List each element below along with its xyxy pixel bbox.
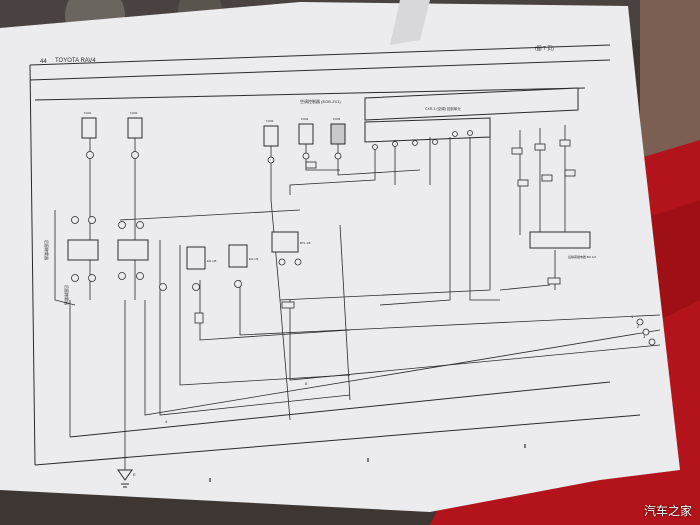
- fuse-symbol: [330, 123, 346, 145]
- connector: [278, 258, 286, 266]
- connector: [118, 272, 126, 280]
- connector: [334, 152, 342, 160]
- control-module-top: [364, 87, 579, 121]
- connector: [372, 144, 378, 150]
- connector: [159, 283, 167, 291]
- diode-symbol: [517, 179, 529, 187]
- page-number-left: 4: [165, 419, 168, 424]
- connector: [267, 156, 275, 164]
- connector: [234, 280, 242, 288]
- connector: [118, 221, 126, 229]
- connector: [452, 131, 458, 137]
- band-label: 空调控制器 (EOB-ZX1): [300, 98, 342, 104]
- relay-symbol: [117, 239, 149, 261]
- diode-symbol: [281, 301, 295, 309]
- connector: [392, 141, 398, 147]
- ground-symbol: [117, 469, 133, 488]
- diode-symbol: [511, 147, 523, 155]
- output-label: 3: [643, 334, 646, 339]
- relay-group: EG 1/8 EG 1/9 BTL 1/8: [67, 231, 311, 270]
- relay-symbol: [186, 246, 206, 270]
- fuse-symbol: [81, 117, 97, 139]
- right-module-box: [529, 231, 591, 249]
- fuse-symbol: [263, 125, 279, 147]
- fuse-group: FU01 FU02 FU03 FU04 FU05: [81, 111, 346, 147]
- bottom-ticks: [209, 444, 526, 482]
- top-band: [34, 87, 586, 101]
- relay-symbol: [271, 231, 299, 253]
- diode-symbol: [305, 161, 317, 169]
- ground-label: E: [133, 472, 136, 477]
- right-module-label: 后除雾继电器 BU 1/2: [568, 254, 596, 259]
- diagram-frame: [29, 44, 641, 466]
- diode-symbol: [564, 169, 576, 177]
- relay-symbol: [67, 239, 99, 261]
- relay-label: EG 1/9: [249, 257, 259, 261]
- wiring: [54, 125, 661, 470]
- fuse-label: FU03: [266, 119, 274, 123]
- connector: [642, 328, 650, 336]
- wood-surface: [640, 0, 700, 170]
- paper-sheet: [0, 2, 680, 512]
- side-label-left: 后窗除雾器: [44, 240, 50, 260]
- diode-group: [194, 139, 576, 324]
- fuse-label: FU04: [301, 117, 309, 121]
- fuse-symbol: [298, 123, 314, 145]
- output-label: 1: [631, 314, 634, 319]
- paper-fold: [390, 0, 430, 45]
- connector: [71, 216, 79, 224]
- connector: [88, 216, 96, 224]
- diode-symbol: [547, 277, 561, 285]
- connector: [467, 130, 473, 136]
- diode-symbol: [541, 174, 553, 182]
- connector: [88, 274, 96, 282]
- relay-label: EG 1/8: [207, 259, 217, 263]
- connector: [192, 283, 200, 291]
- connector: [136, 272, 144, 280]
- module-label: CXR-3 (空调) 控制单元: [425, 106, 461, 111]
- connector: [432, 139, 438, 145]
- connector: [86, 151, 94, 159]
- fuse-label: FU05: [333, 117, 341, 121]
- header-right-label: (图 7 页): [535, 46, 554, 52]
- connector: [294, 258, 302, 266]
- side-label-bottom: 后窗除雾器: [64, 285, 70, 305]
- page-number-right: 8: [305, 381, 308, 386]
- diode-symbol: [194, 312, 204, 324]
- connector: [71, 274, 79, 282]
- connector: [412, 140, 418, 146]
- header-page-number: 44: [40, 59, 47, 65]
- fuse-symbol: [127, 117, 143, 139]
- connector: [302, 152, 310, 160]
- watermark-text: 汽车之家: [643, 504, 692, 518]
- output-label: 2: [637, 324, 640, 329]
- fuse-label: FU02: [130, 111, 138, 115]
- diode-symbol: [559, 139, 571, 147]
- relay-label: BTL 1/8: [300, 241, 311, 245]
- connector: [136, 221, 144, 229]
- connector: [648, 338, 656, 346]
- connector: [636, 318, 644, 326]
- diode-symbol: [534, 143, 546, 151]
- connector: [131, 151, 139, 159]
- fuse-label: FU01: [84, 111, 92, 115]
- relay-symbol: [228, 244, 248, 268]
- header-title: TOYOTA RAV4: [55, 58, 96, 64]
- connector-group: [71, 130, 656, 346]
